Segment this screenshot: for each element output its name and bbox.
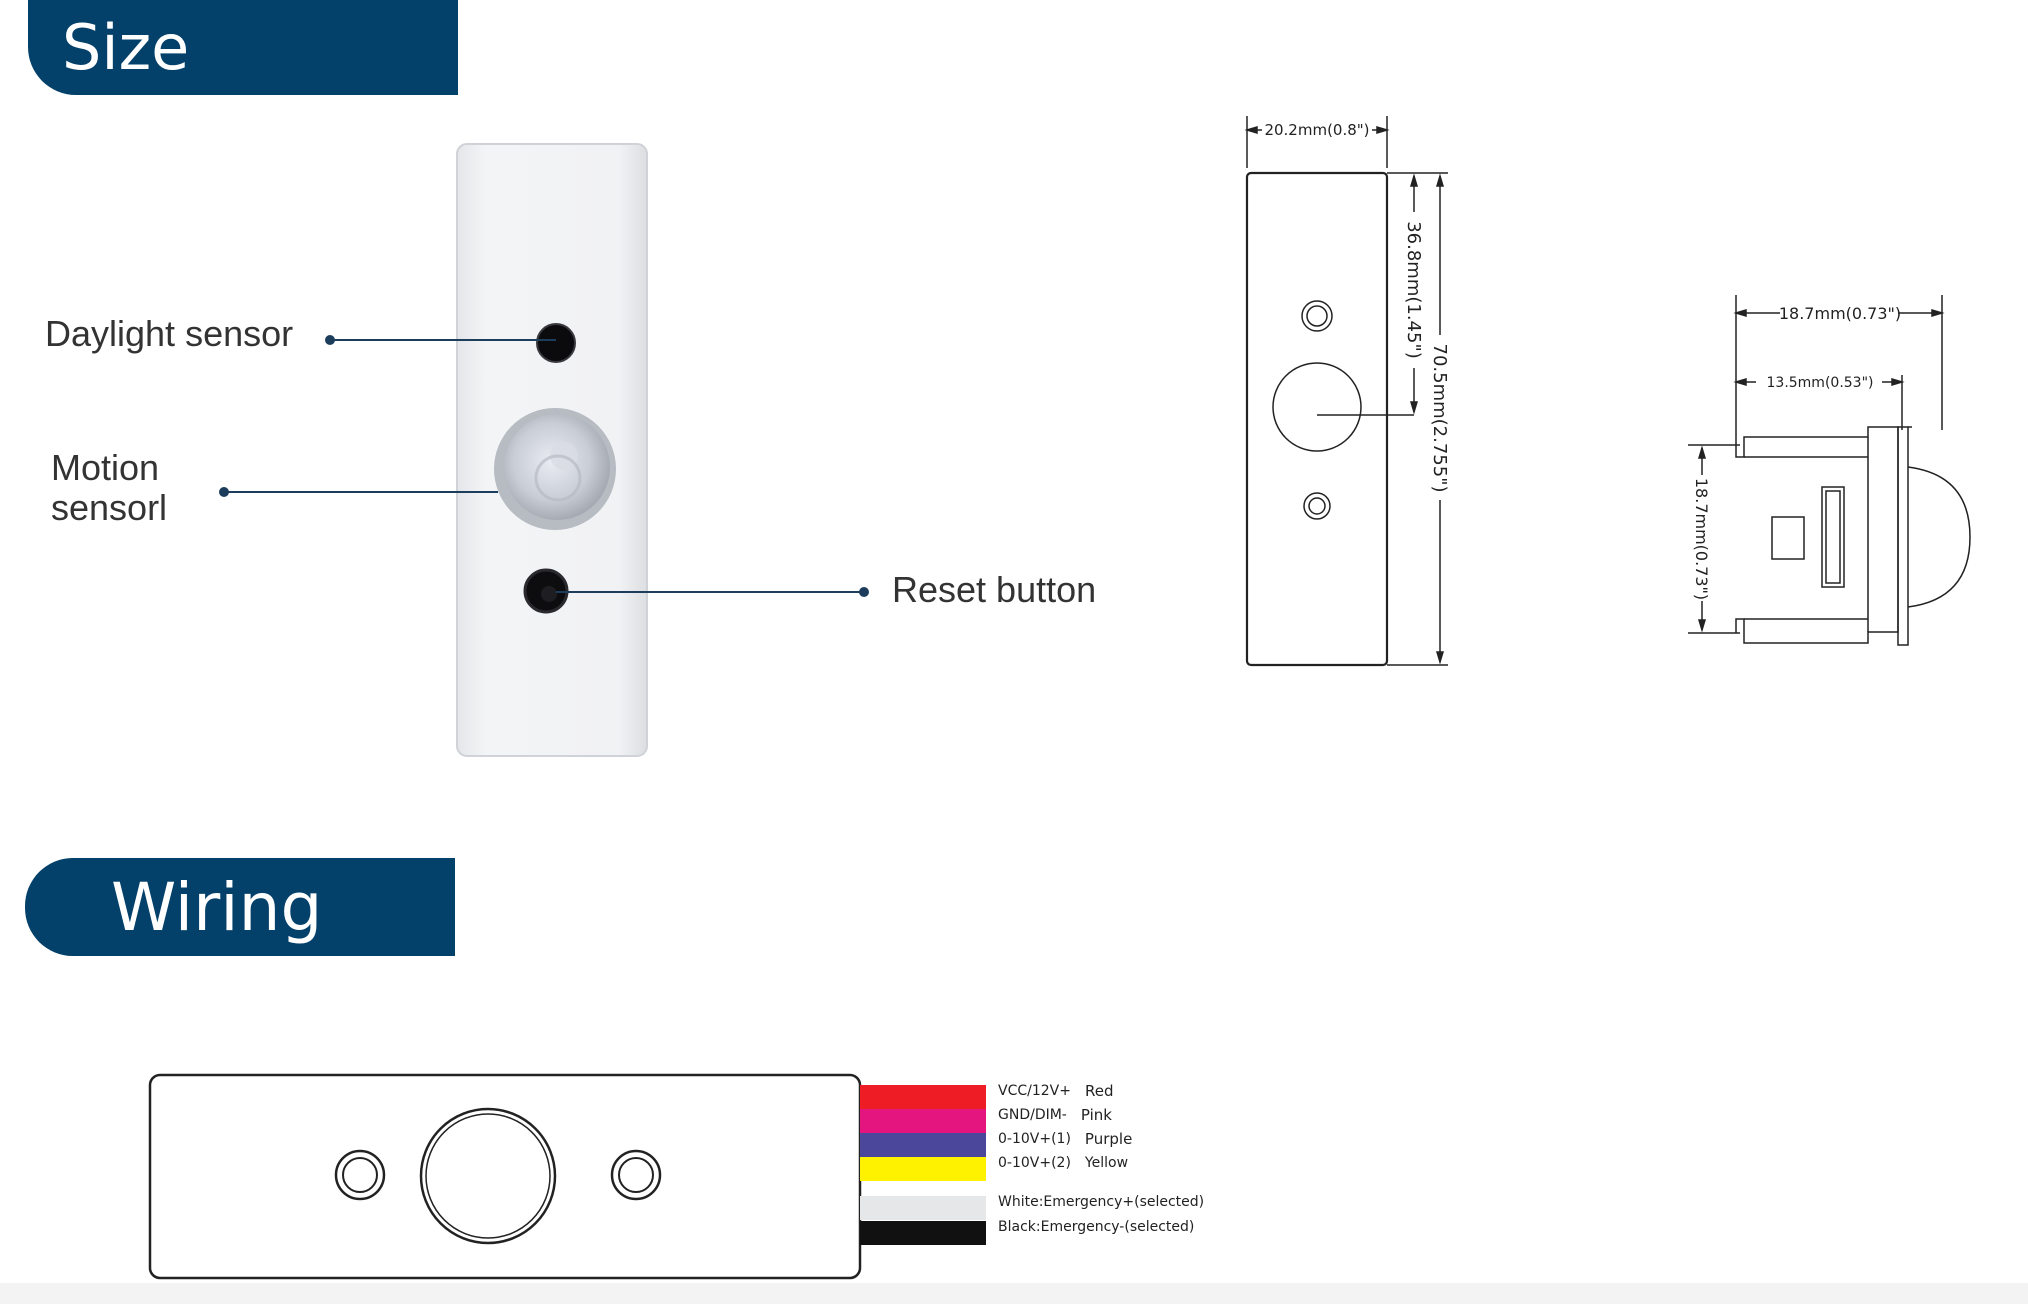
motion-sensor-label-line2: sensorl bbox=[51, 486, 168, 528]
side-view-faceplate bbox=[1897, 426, 1909, 646]
daylight-sensor-window bbox=[536, 323, 576, 363]
front-view-sensor-circle bbox=[1272, 362, 1362, 452]
motion-sensor-callout: Motion sensorl bbox=[51, 448, 167, 527]
callout-lines bbox=[219, 335, 869, 597]
wire-white: White:Emergency+(selected) bbox=[860, 1194, 1205, 1220]
wire-black-label: Black:Emergency-(selected) bbox=[998, 1219, 1195, 1235]
wire-yellow-swatch bbox=[860, 1157, 986, 1181]
wire-yellow: 0-10V+(2) Yellow bbox=[860, 1155, 1129, 1181]
product-photo bbox=[456, 143, 648, 757]
wiring-sensor-circle bbox=[419, 1107, 557, 1245]
wire-red-label: VCC/12V+ bbox=[998, 1083, 1071, 1099]
wire-white-swatch bbox=[860, 1196, 986, 1220]
wire-purple: 0-10V+(1) Purple bbox=[860, 1130, 1133, 1157]
wire-red: VCC/12V+ Red bbox=[860, 1082, 1114, 1109]
side-overall-depth-dimension: 18.7mm(0.73") bbox=[1779, 304, 1901, 323]
footer-band bbox=[0, 1283, 2028, 1304]
wire-purple-label: 0-10V+(1) bbox=[998, 1131, 1071, 1147]
wiring-device-drawing bbox=[148, 1073, 862, 1280]
front-width-dimension: 20.2mm(0.8") bbox=[1264, 121, 1369, 139]
side-view-drawing: 18.7mm(0.73") 13.5mm(0.53") 18.7mm(0.73"… bbox=[1688, 295, 1971, 646]
side-body-depth-dimension: 13.5mm(0.53") bbox=[1767, 375, 1874, 391]
daylight-sensor-callout: Daylight sensor bbox=[45, 314, 293, 354]
size-section-title: Size bbox=[62, 11, 190, 84]
front-height-dimension: 70.5mm(2.755") bbox=[1429, 343, 1450, 492]
reset-button-label: Reset button bbox=[892, 569, 1097, 610]
wire-red-swatch bbox=[860, 1085, 986, 1109]
wire-black: Black:Emergency-(selected) bbox=[860, 1219, 1195, 1245]
front-view-drawing: 20.2mm(0.8") 36.8mm(1.45") 70.5mm(2.755"… bbox=[1244, 116, 1450, 667]
daylight-sensor-label: Daylight sensor bbox=[45, 313, 294, 354]
wire-red-color-name: Red bbox=[1084, 1082, 1114, 1100]
wiring-section-header: Wiring bbox=[25, 858, 455, 956]
front-view-top-screw bbox=[1301, 300, 1333, 332]
wire-yellow-color-name: Yellow bbox=[1084, 1155, 1129, 1171]
wire-purple-swatch bbox=[860, 1133, 986, 1157]
wire-pink: GND/DIM- Pink bbox=[860, 1106, 1112, 1133]
front-view-bottom-screw bbox=[1303, 492, 1331, 520]
front-spacing-dimension: 36.8mm(1.45") bbox=[1403, 221, 1424, 359]
side-view-housing bbox=[1735, 426, 1899, 644]
wire-purple-color-name: Purple bbox=[1084, 1130, 1133, 1148]
wire-pink-color-name: Pink bbox=[1080, 1106, 1112, 1124]
wiring-section-title: Wiring bbox=[111, 868, 323, 946]
wire-pink-label: GND/DIM- bbox=[998, 1107, 1067, 1123]
side-height-dimension: 18.7mm(0.73") bbox=[1692, 478, 1711, 600]
wiring-device-outline bbox=[148, 1073, 862, 1280]
wire-white-label: White:Emergency+(selected) bbox=[998, 1194, 1205, 1210]
motion-sensor-label-line1: Motion bbox=[51, 447, 160, 488]
reset-button-callout: Reset button bbox=[892, 570, 1096, 610]
wire-yellow-label: 0-10V+(2) bbox=[998, 1155, 1071, 1171]
wire-black-swatch bbox=[860, 1221, 986, 1245]
side-view-lens-dome bbox=[1907, 466, 1971, 608]
wiring-left-screw bbox=[334, 1149, 386, 1201]
wiring-right-screw bbox=[610, 1149, 662, 1201]
front-view-outline bbox=[1245, 171, 1389, 667]
wire-pink-swatch bbox=[860, 1109, 986, 1133]
size-section-header: Size bbox=[28, 0, 458, 95]
